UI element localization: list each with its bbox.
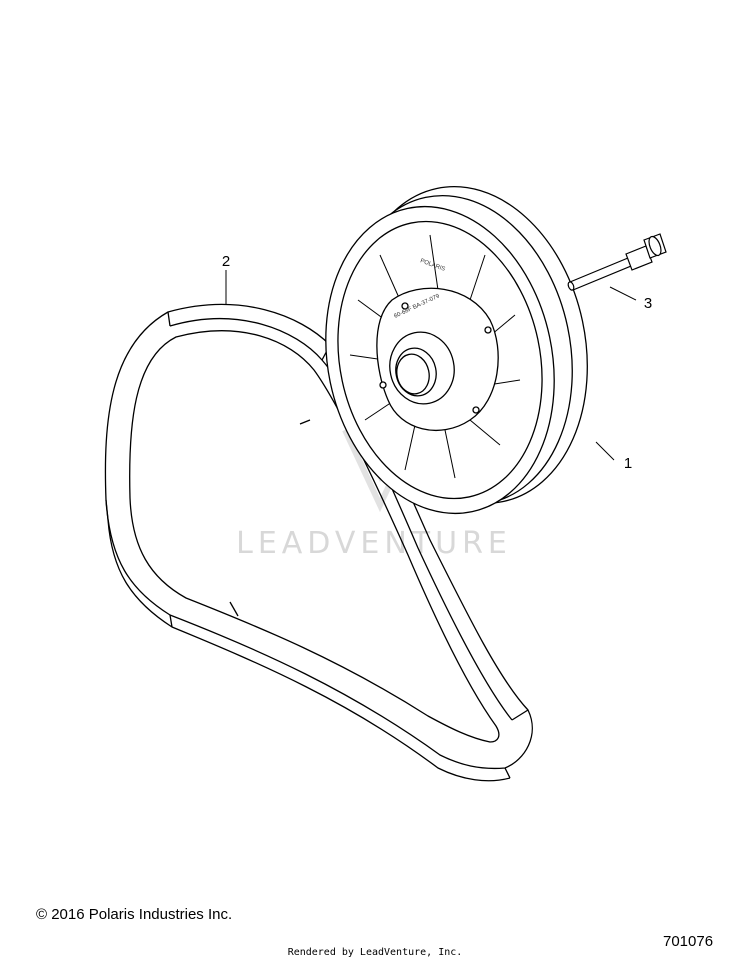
callout-1[interactable]: 1	[624, 455, 632, 472]
figure-number: 701076	[663, 933, 714, 950]
leader-line-3	[610, 287, 636, 300]
bolt[interactable]	[567, 234, 666, 291]
callout-3[interactable]: 3	[644, 295, 652, 312]
leader-line-1	[596, 442, 614, 460]
leader-lines	[226, 270, 636, 460]
copyright-text: © 2016 Polaris Industries Inc.	[36, 906, 233, 923]
watermark-text: LEADVENTURE	[236, 526, 512, 561]
clutch-sheave[interactable]	[298, 165, 616, 535]
rendered-by-text: Rendered by LeadVenture, Inc.	[287, 947, 463, 958]
callout-2[interactable]: 2	[222, 253, 230, 270]
